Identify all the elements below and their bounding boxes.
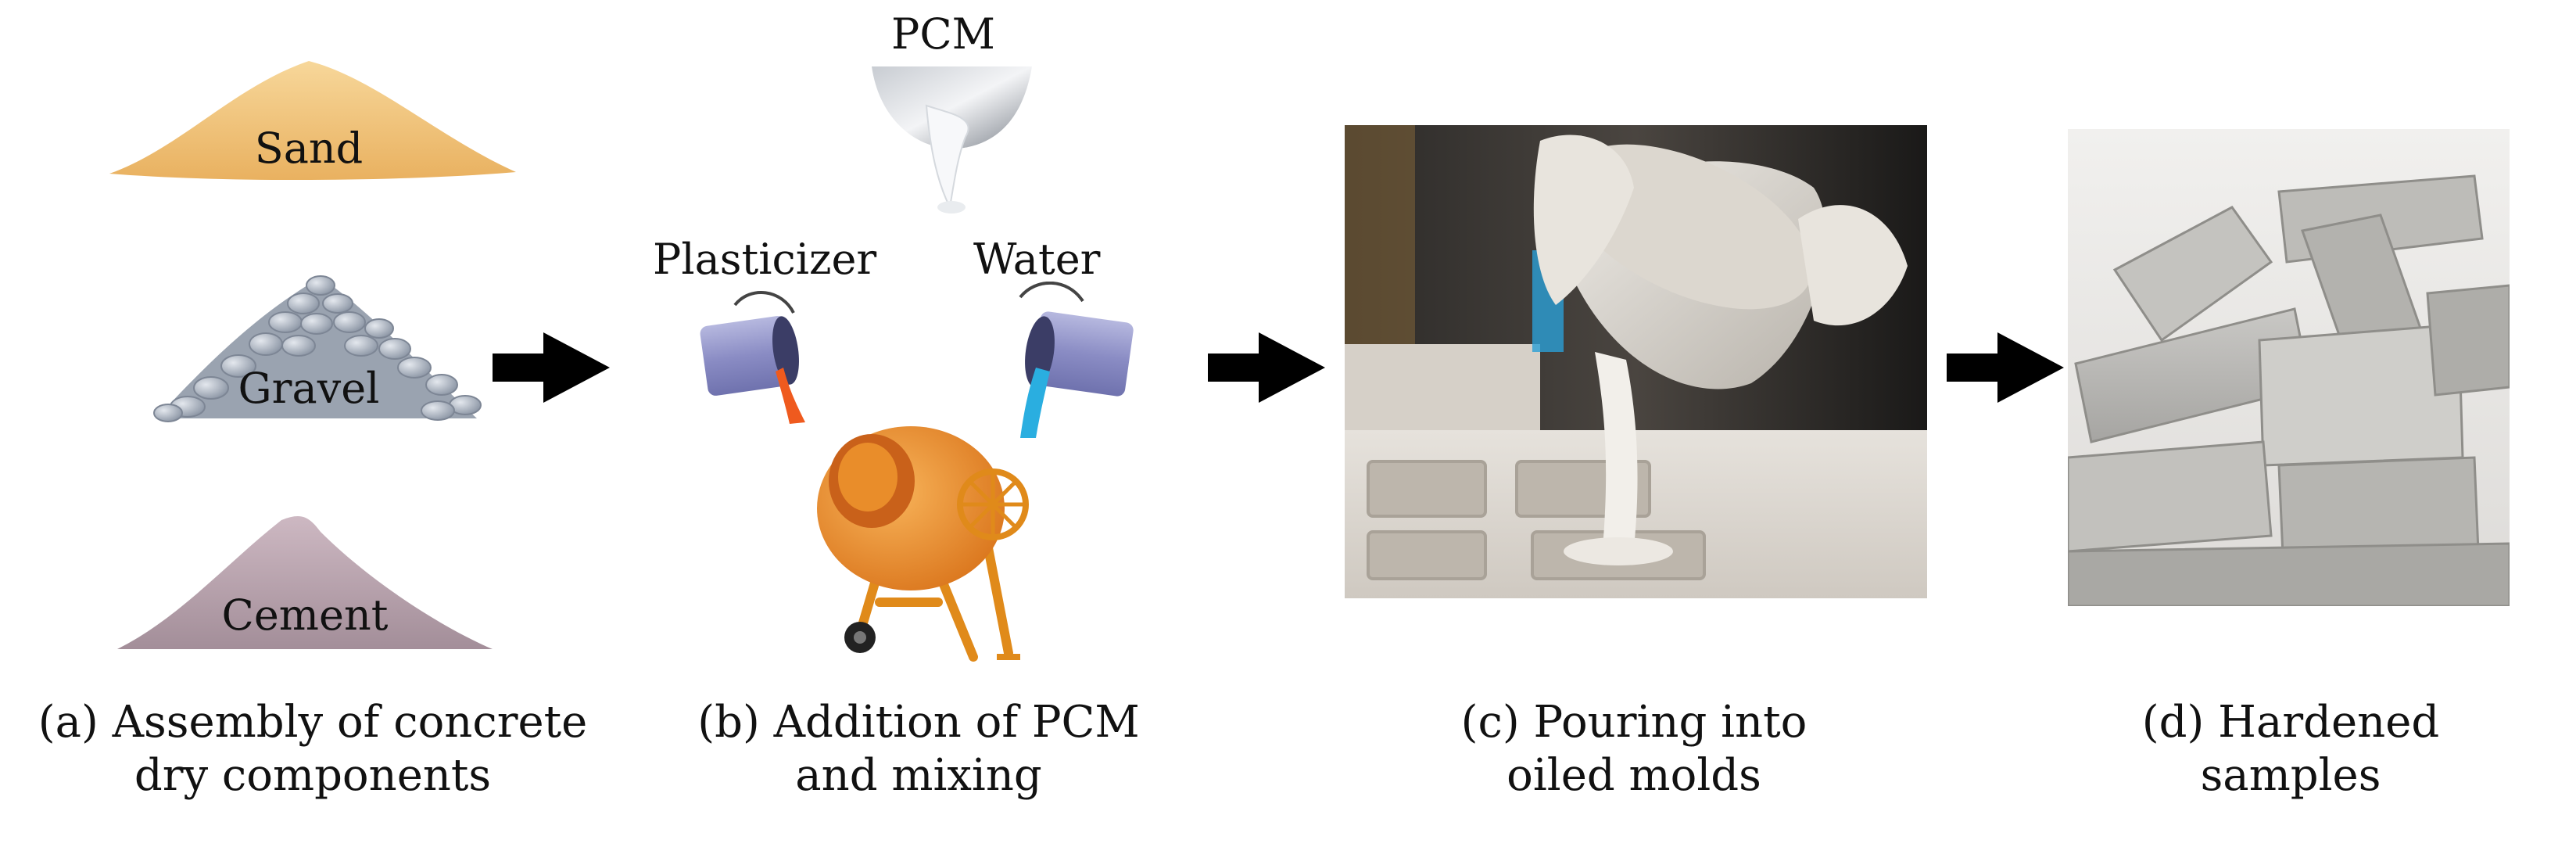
arrow-b-to-c (1208, 332, 1325, 403)
gravel-pile (153, 275, 482, 422)
water-flow (1020, 368, 1050, 438)
dry-components-illustration (109, 61, 516, 649)
sand-label: Sand (254, 124, 364, 173)
hardened-samples-photo (2068, 129, 2510, 606)
caption-c-line2: oiled molds (1507, 750, 1761, 802)
pouring-photo (1345, 125, 1927, 598)
pcm-label: PCM (891, 9, 995, 59)
water-bucket-icon (1019, 282, 1134, 438)
caption-d-line1: (d) Hardened (2141, 697, 2440, 748)
caption-d: (d) Hardened samples (2064, 696, 2517, 803)
caption-a: (a) Assembly of concrete dry components (16, 696, 610, 803)
arrow-c-to-d (1947, 332, 2064, 403)
cement-label: Cement (221, 590, 389, 640)
sand-pile (109, 61, 516, 181)
plasticizer-bucket-icon (700, 291, 805, 424)
concrete-mixer-icon (817, 426, 1029, 662)
plasticizer-flow (776, 368, 805, 424)
water-label: Water (973, 235, 1101, 284)
caption-b: (b) Addition of PCM and mixing (661, 696, 1177, 803)
caption-b-line1: (b) Addition of PCM (697, 697, 1140, 748)
arrow-a-to-b (493, 332, 610, 403)
caption-c-line1: (c) Pouring into (1460, 697, 1807, 748)
caption-a-line2: dry components (134, 750, 492, 802)
caption-d-line2: samples (2200, 750, 2381, 802)
plasticizer-label: Plasticizer (653, 235, 877, 284)
caption-b-line2: and mixing (795, 750, 1042, 802)
cement-pile (117, 516, 493, 649)
caption-a-line1: (a) Assembly of concrete (38, 697, 588, 748)
caption-c: (c) Pouring into oiled molds (1392, 696, 1876, 803)
pcm-container-icon (872, 66, 1032, 214)
gravel-label: Gravel (238, 364, 380, 413)
